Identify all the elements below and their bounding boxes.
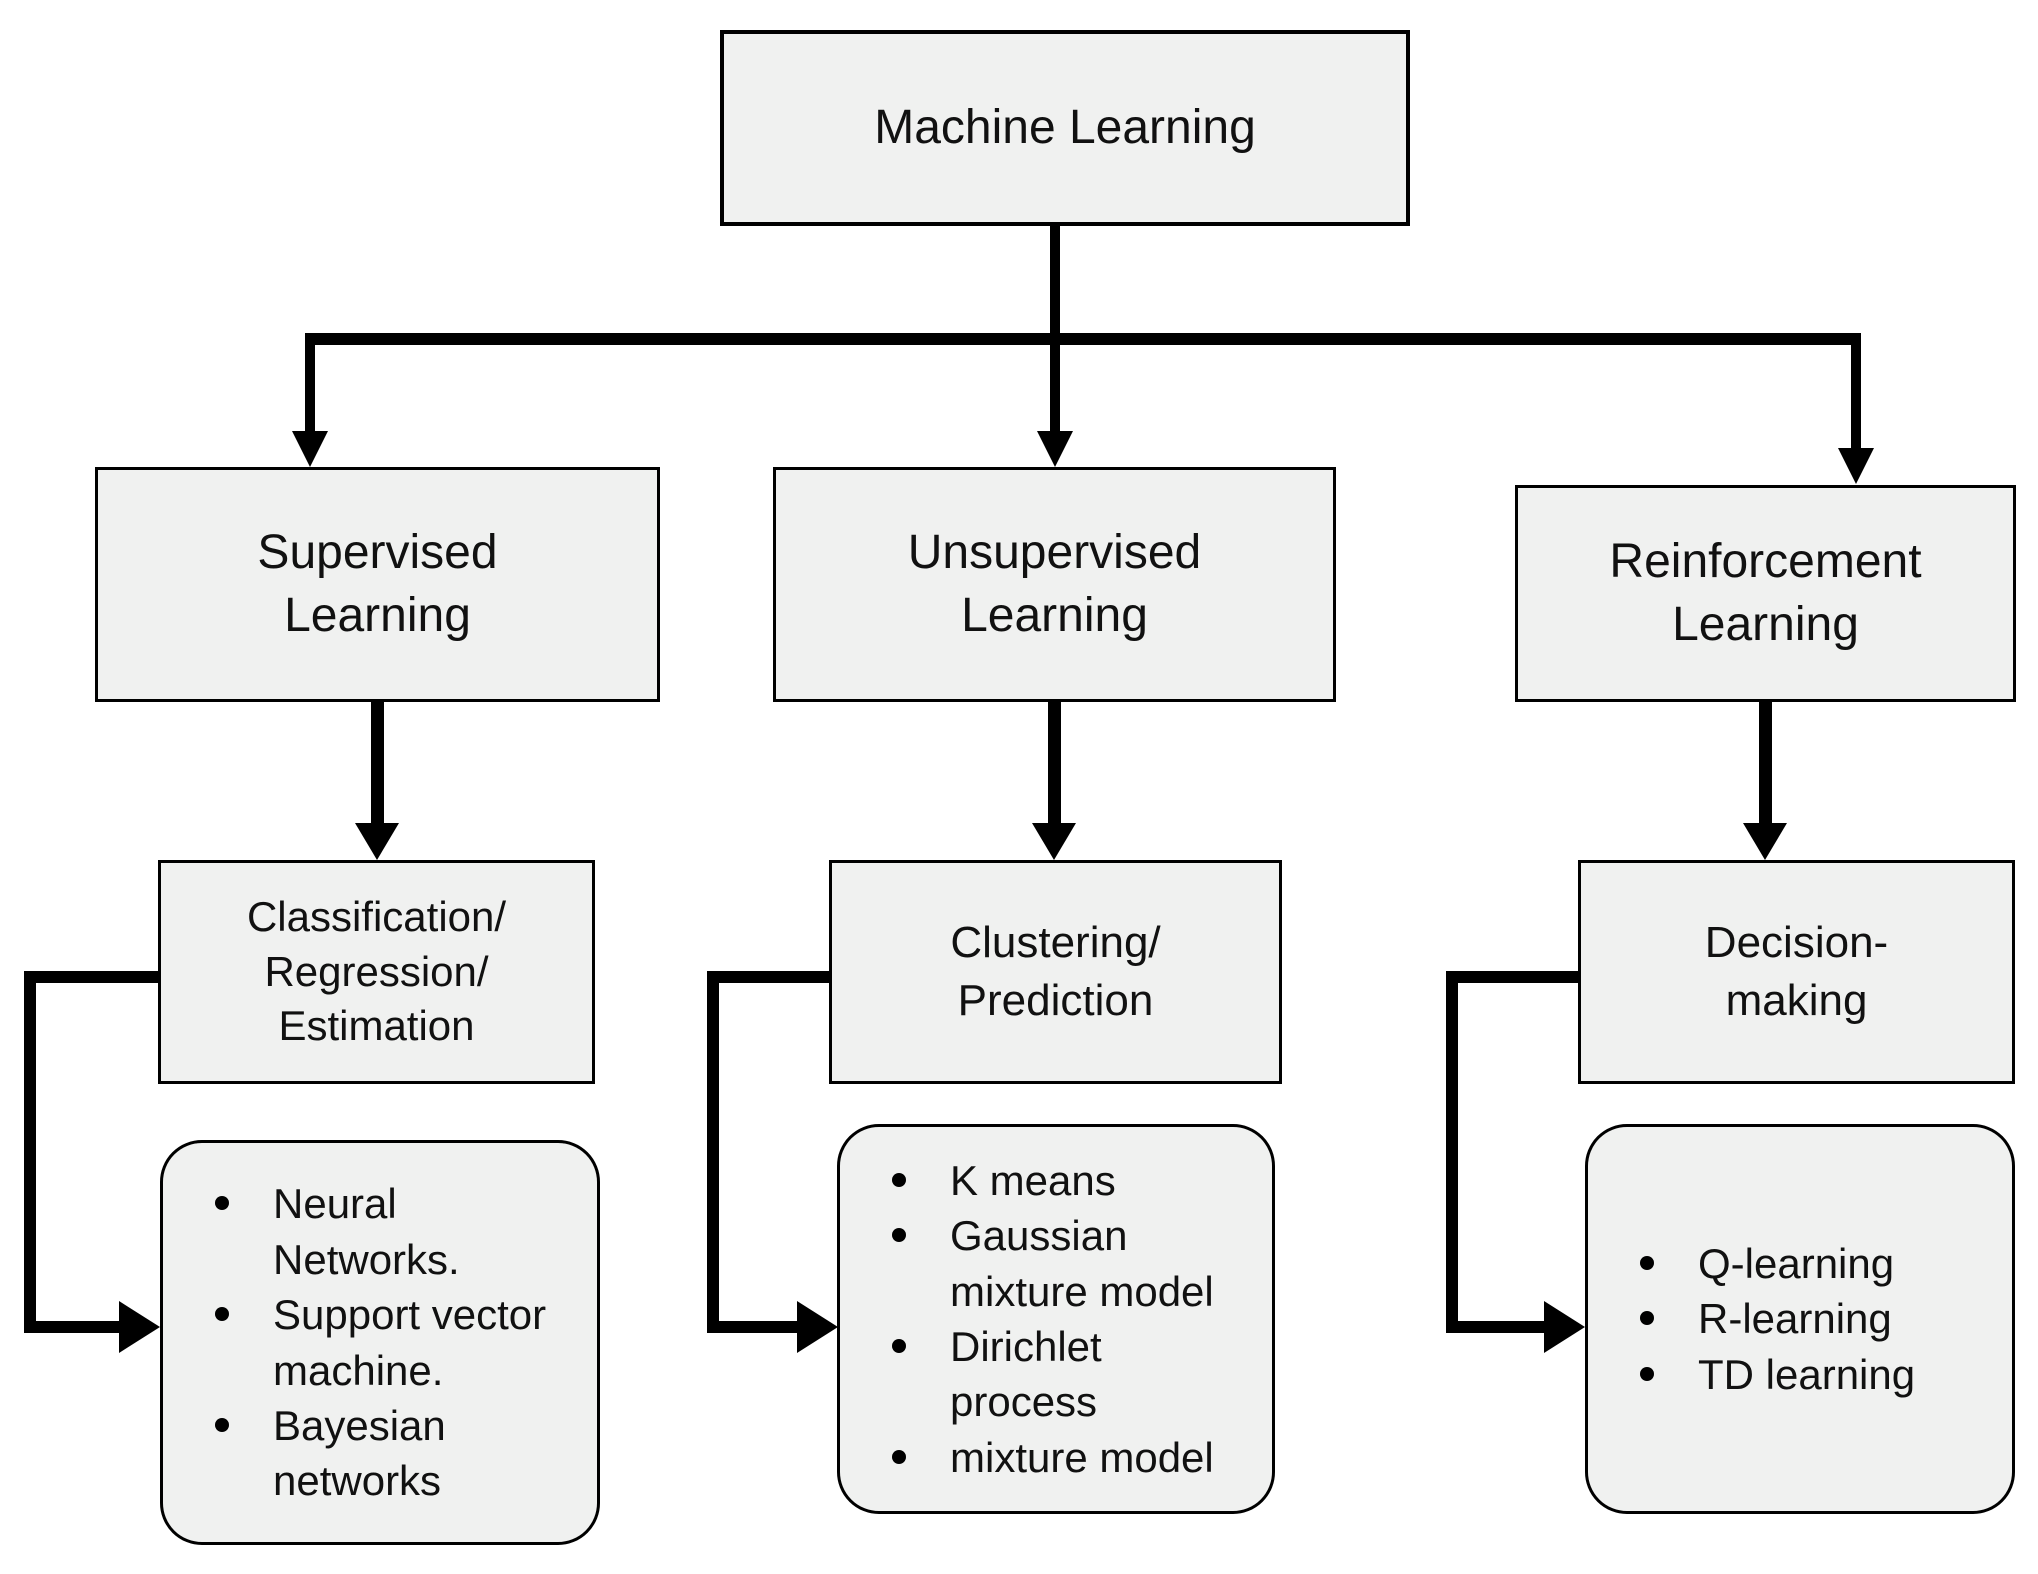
connector-decision-elbow-vertical — [1446, 971, 1458, 1333]
arrowhead-to-reinforcement-methods — [1544, 1301, 1585, 1353]
arrowhead-to-unsupervised-methods — [797, 1301, 838, 1353]
arrowhead-to-classification — [355, 823, 399, 860]
list-item: Neural Networks. — [199, 1176, 581, 1287]
node-label: Learning — [961, 588, 1148, 642]
list-item: Gaussian mixture model — [876, 1208, 1256, 1319]
list-item: Bayesian networks — [199, 1398, 581, 1509]
connector-branch-left-stem — [305, 345, 315, 432]
bullet-list: Neural Networks. Support vector machine.… — [163, 1176, 597, 1509]
list-item: TD learning — [1624, 1347, 1915, 1402]
connector-clustering-elbow-top — [707, 971, 829, 983]
node-decision-making: Decision- making — [1578, 860, 2015, 1084]
connector-classification-elbow-vertical — [24, 971, 36, 1333]
list-item: Dirichlet process — [876, 1319, 1256, 1430]
node-label: Unsupervised — [907, 526, 1202, 580]
node-label: Learning — [284, 588, 471, 642]
node-label: Decision- — [1704, 917, 1889, 967]
list-item: K means — [876, 1153, 1256, 1208]
node-label: Supervised — [257, 526, 498, 580]
connector-reinforcement-to-task — [1759, 702, 1772, 824]
connector-decision-elbow-bottom — [1446, 1321, 1545, 1333]
connector-unsupervised-to-task — [1048, 702, 1061, 824]
list-item: Support vector machine. — [199, 1287, 581, 1398]
methods-list-reinforcement: Q-learning R-learning TD learning — [1585, 1124, 2015, 1514]
node-reinforcement-learning: Reinforcement Learning — [1515, 485, 2016, 702]
connector-supervised-to-task — [371, 702, 384, 824]
node-supervised-learning: Supervised Learning — [95, 467, 660, 702]
connector-decision-elbow-top — [1446, 971, 1578, 983]
arrowhead-to-clustering — [1032, 823, 1076, 860]
node-label: making — [1725, 976, 1868, 1025]
node-label: Machine Learning — [874, 101, 1256, 154]
list-item: mixture model — [876, 1430, 1256, 1485]
node-label: Regression/ — [264, 947, 489, 995]
node-label: Learning — [1672, 597, 1859, 651]
node-unsupervised-learning: Unsupervised Learning — [773, 467, 1336, 702]
bullet-list: K means Gaussian mixture model Dirichlet… — [840, 1153, 1272, 1486]
node-classification-regression-estimation: Classification/ Regression/ Estimation — [158, 860, 595, 1084]
node-label: Classification/ — [246, 893, 507, 941]
list-item: Q-learning — [1624, 1236, 1915, 1291]
node-machine-learning: Machine Learning — [720, 30, 1410, 226]
node-label: Reinforcement — [1609, 535, 1922, 589]
arrowhead-to-supervised-methods — [119, 1301, 160, 1353]
methods-list-supervised: Neural Networks. Support vector machine.… — [160, 1140, 600, 1545]
node-label: Prediction — [957, 976, 1154, 1025]
connector-clustering-elbow-bottom — [707, 1321, 798, 1333]
connector-classification-elbow-bottom — [24, 1321, 120, 1333]
node-clustering-prediction: Clustering/ Prediction — [829, 860, 1282, 1084]
arrowhead-to-reinforcement — [1838, 448, 1874, 484]
connector-branch-right-stem — [1851, 345, 1861, 449]
connector-root-stem — [1050, 226, 1060, 340]
list-item: R-learning — [1624, 1291, 1915, 1346]
connector-classification-elbow-top — [24, 971, 158, 983]
connector-branch-bar — [305, 333, 1861, 345]
arrowhead-to-supervised — [292, 431, 328, 467]
arrowhead-to-unsupervised — [1037, 431, 1073, 467]
node-label: Clustering/ — [950, 917, 1161, 967]
connector-clustering-elbow-vertical — [707, 971, 719, 1333]
bullet-list: Q-learning R-learning TD learning — [1588, 1236, 1931, 1402]
arrowhead-to-decision-making — [1743, 823, 1787, 860]
connector-branch-middle-stem — [1050, 345, 1060, 432]
methods-list-unsupervised: K means Gaussian mixture model Dirichlet… — [837, 1124, 1275, 1514]
node-label: Estimation — [278, 1002, 475, 1050]
